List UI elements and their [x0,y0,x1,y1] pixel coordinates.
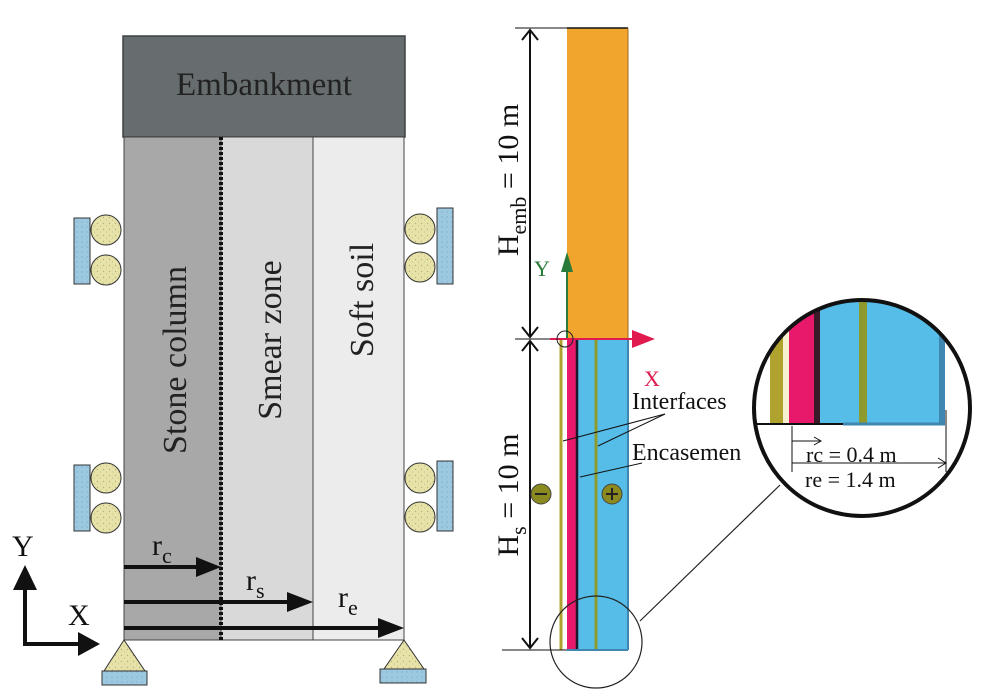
fe-x-axis-label: X [644,366,660,391]
left-panel: Embankment Stone column Smear zone Soft … [12,35,454,686]
encasement-label: Encasemen [632,440,741,466]
plus-side-marker [601,483,623,505]
fe-y-axis-label: Y [534,256,550,281]
minus-side-marker [530,483,552,505]
zone-stone-column [123,136,222,641]
fe-embankment [567,28,628,339]
interfaces-label: Interfaces [632,389,727,415]
dim-h-s [521,339,539,650]
zone-smear [220,136,314,641]
rc-value-label: rc = 0.4 m [806,442,897,467]
roller-support-left-bottom [73,462,122,534]
zoom-inset-frame [752,298,972,518]
embankment-label: Embankment [176,67,352,103]
embankment-block [122,35,406,138]
h-emb-label: Hemb = 10 m [492,104,531,256]
roller-support-right-bottom [404,460,454,533]
left-y-axis-label: Y [12,530,34,563]
pin-support-right [379,639,427,684]
zone-soft-soil [312,136,405,641]
detail-callout-circle [549,595,643,689]
left-x-axis-label: X [68,599,90,632]
roller-support-left-top [73,214,122,286]
zone-label-soft-soil: Soft soil [344,243,381,357]
re-value-label: re = 1.4 m [805,467,896,492]
rs-label: rs [246,564,265,603]
zoom-inset: rc = 0.4 m re = 1.4 m [752,298,972,518]
pin-support-left [101,639,148,686]
xy-axes-icon: Y [12,530,100,656]
h-s-label: Hs = 10 m [492,434,531,557]
zone-label-stone-column: Stone column [157,266,194,454]
dim-h-emb [521,28,539,339]
roller-support-right-top [404,207,454,285]
origin-marker [556,330,574,348]
zone-label-smear: Smear zone [252,260,289,420]
detail-callout-leader [639,484,781,622]
fe-stone-column [567,339,577,650]
right-panel: Hemb = 10 m Hs = 10 m Y X Interfaces Enc… [492,27,972,689]
rc-label: rc [152,529,172,568]
re-label: re [338,581,358,620]
encasement-leader [579,462,643,478]
interfaces-leader-left [562,413,666,442]
interfaces-leader-right [597,413,666,447]
